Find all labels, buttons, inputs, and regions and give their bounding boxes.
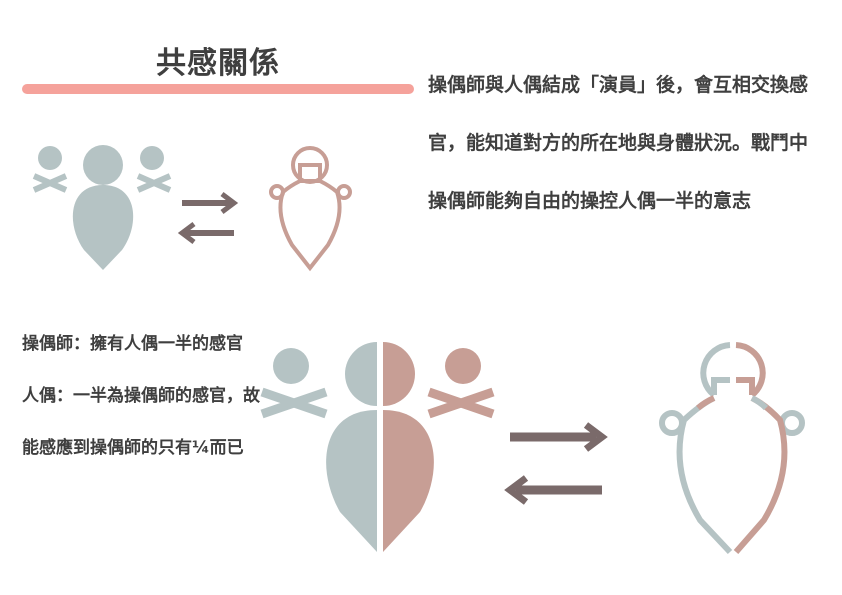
split-right-hand-head <box>445 348 481 384</box>
top-exchange-arrows <box>177 192 239 244</box>
puppeteer-right-hand-head <box>140 146 164 170</box>
page-title: 共感關係 <box>156 46 280 81</box>
split-right-strings <box>427 387 495 419</box>
split-puppet-neck-right <box>736 377 755 395</box>
split-puppet-body-right <box>733 395 788 554</box>
split-puppet-body-left <box>676 395 733 555</box>
notes: 操偶師：擁有人偶一半的感官 人偶：一半為操偶師的感官，故能感應到操偶師的只有¼而… <box>22 318 272 474</box>
puppet-neck <box>298 163 322 183</box>
split-puppet-head-left <box>700 342 731 398</box>
split-puppeteer-figure <box>260 342 495 552</box>
split-puppet-neck-left <box>711 377 730 395</box>
puppeteer-left-strings <box>32 173 68 193</box>
puppeteer-figure <box>32 145 172 270</box>
puppeteer-left-hand-head <box>38 146 62 170</box>
arrow-left-head <box>177 222 196 244</box>
puppeteer-head <box>83 145 123 185</box>
note-puppeteer: 操偶師：擁有人偶一半的感官 <box>22 334 243 354</box>
split-puppet-accent-left <box>696 395 716 411</box>
puppet-figure <box>269 146 352 272</box>
split-left-hand-head <box>273 348 309 384</box>
description-text: 操偶師與人偶結成「演員」後，會互相交換感官，能知道對方的所在地與身體狀況。戰鬥中… <box>428 74 809 212</box>
arrow-right-head <box>220 192 239 214</box>
bottom-arrow-left-head <box>504 475 529 505</box>
split-head-right-half <box>383 342 415 406</box>
split-body-left-half <box>326 410 377 552</box>
split-puppet-head-right <box>735 342 766 398</box>
split-left-strings <box>260 387 328 419</box>
split-body-right-half <box>383 410 434 552</box>
puppeteer-right-strings <box>136 173 172 193</box>
puppeteer-body <box>72 185 134 270</box>
split-head-left-half <box>345 342 377 406</box>
bottom-exchange-arrows <box>504 422 608 505</box>
title-underline <box>22 84 414 94</box>
bottom-arrow-right-head <box>583 422 608 452</box>
split-puppet-figure <box>659 342 805 555</box>
split-puppet-accent-right <box>750 395 769 411</box>
note-puppet: 人偶：一半為操偶師的感官，故能感應到操偶師的只有¼而已 <box>22 386 260 458</box>
puppet-body <box>278 179 342 272</box>
